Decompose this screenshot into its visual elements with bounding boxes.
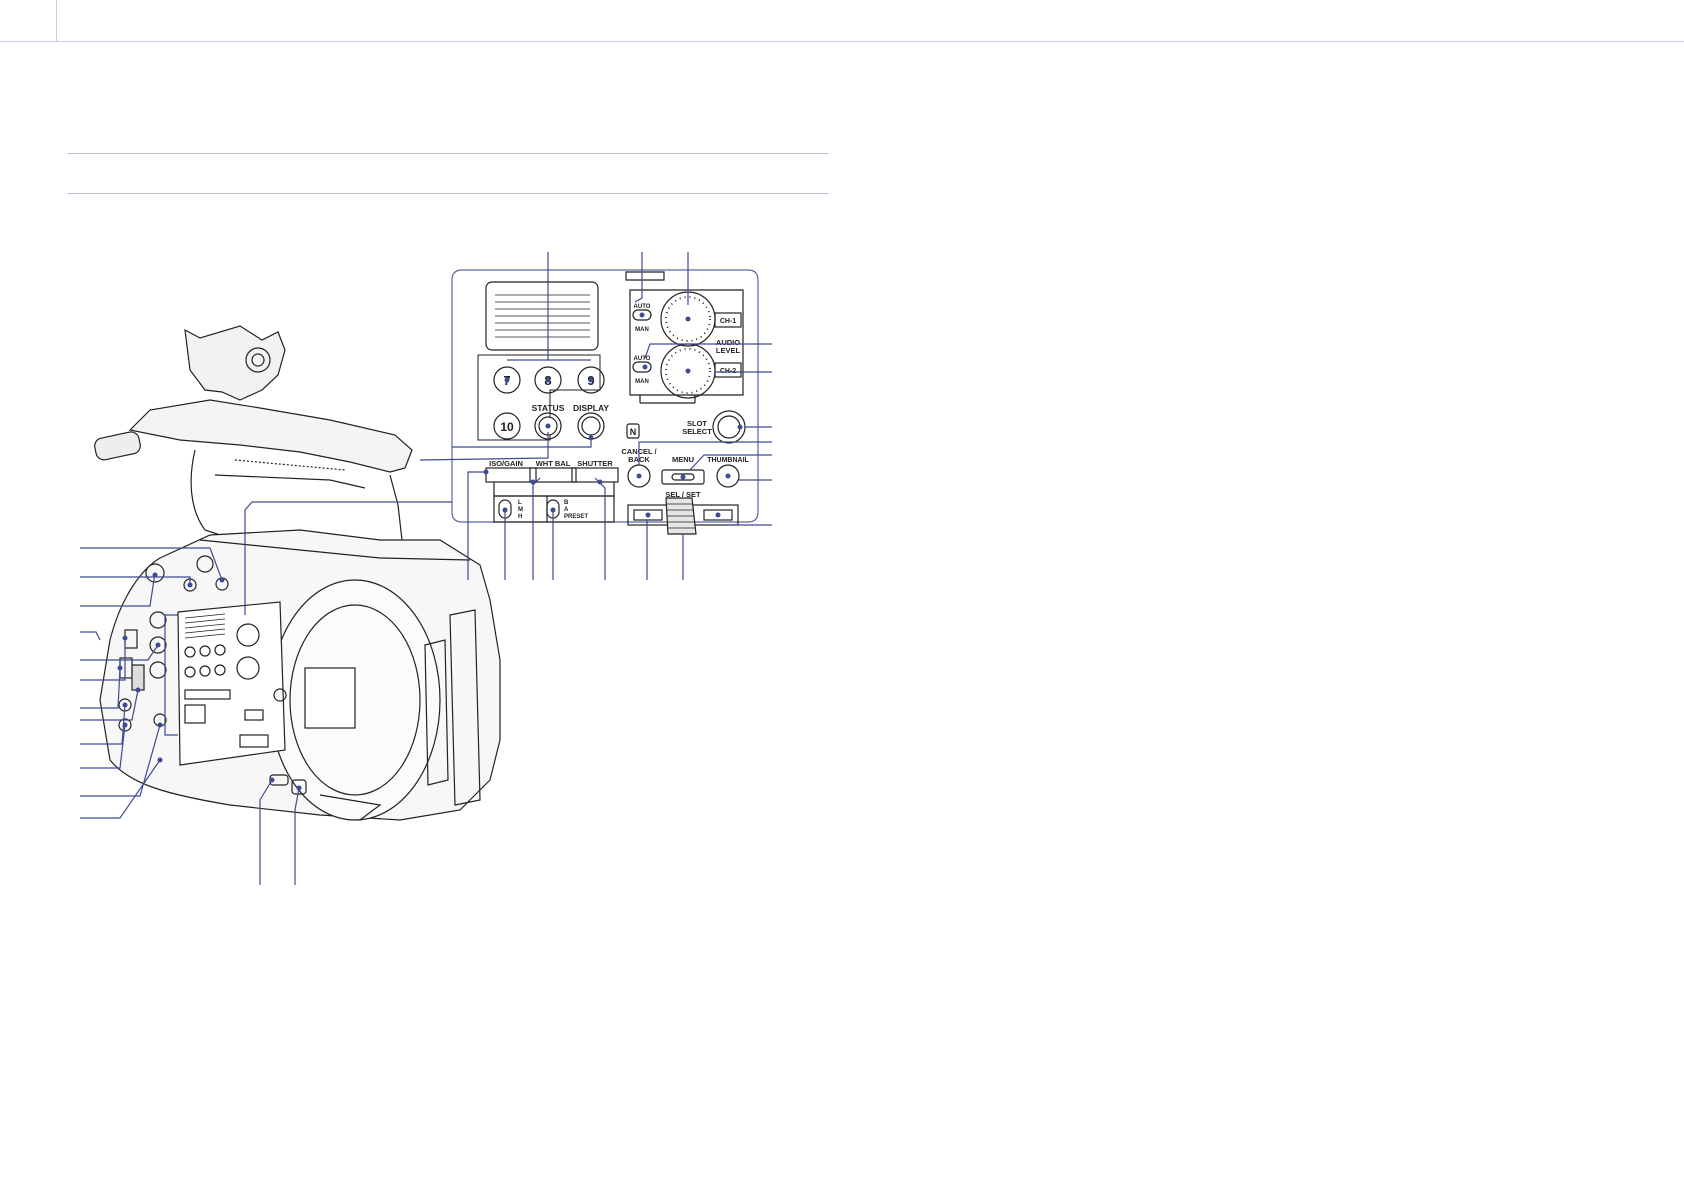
auto-label-ch2: AUTO	[634, 356, 651, 362]
shutter-label: SHUTTER	[577, 459, 613, 468]
camera-illustration: 7 8 9 10 STATUS DISPLAY ISO/GAIN WHT BAL…	[80, 252, 772, 885]
gain-l-label: L	[518, 500, 522, 506]
status-label: STATUS	[532, 403, 565, 413]
man-label-ch2: MAN	[635, 379, 649, 385]
control-panel	[451, 269, 759, 535]
thumbnail-label: THUMBNAIL	[707, 457, 749, 464]
auto-label-ch1: AUTO	[634, 304, 651, 310]
camera-figure: 7 8 9 10 STATUS DISPLAY ISO/GAIN WHT BAL…	[0, 240, 820, 900]
audio-level-label-1: AUDIO	[716, 338, 740, 347]
button-10-label: 10	[500, 420, 514, 434]
slot-select-label-2: SELECT	[682, 427, 712, 436]
wb-preset-label: PRESET	[564, 514, 588, 520]
header-tick	[56, 0, 57, 41]
callout-dots	[117, 312, 743, 791]
camera-body	[94, 325, 501, 821]
wb-b-label: B	[564, 500, 569, 506]
callout-lines	[80, 252, 772, 885]
panel-labels: 7 8 9 10 STATUS DISPLAY ISO/GAIN WHT BAL…	[489, 304, 749, 520]
man-label-ch1: MAN	[635, 327, 649, 333]
menu-label: MENU	[672, 455, 694, 464]
section-rule-top	[68, 153, 828, 154]
display-label: DISPLAY	[573, 403, 609, 413]
section-rule-bottom	[68, 193, 828, 194]
slot-select-label-1: SLOT	[687, 419, 707, 428]
iso-gain-label: ISO/GAIN	[489, 459, 523, 468]
ch1-label: CH-1	[720, 318, 736, 325]
sel-set-label: SEL / SET	[665, 490, 701, 499]
wb-a-label: A	[564, 507, 569, 513]
gain-m-label: M	[518, 507, 523, 513]
gain-h-label: H	[518, 514, 522, 520]
wht-bal-label: WHT BAL	[536, 459, 571, 468]
audio-level-label-2: LEVEL	[716, 346, 741, 355]
nfc-label: N	[630, 427, 637, 437]
header-rule	[0, 41, 1684, 42]
